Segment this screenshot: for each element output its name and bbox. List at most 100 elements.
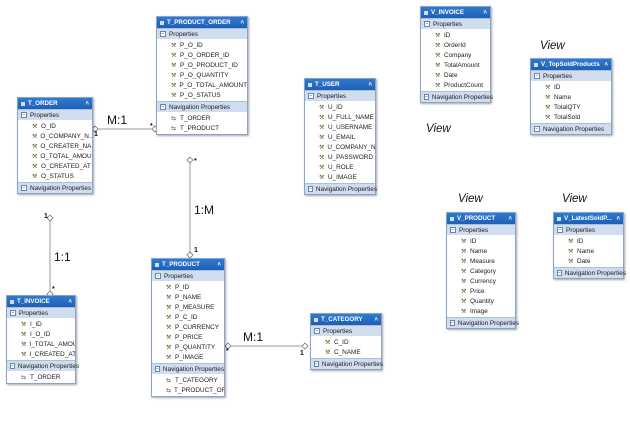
property-row[interactable]: ⚒U_USERNAME [305,122,375,132]
property-row[interactable]: ⚒P_O_ORDER_ID [157,50,247,60]
collapse-toggle-icon[interactable]: − [450,320,455,326]
property-row[interactable]: ⚒I_O_ID [7,329,75,339]
collapse-toggle-icon[interactable]: − [308,93,314,99]
entity-t-invoice[interactable]: T_INVOICE˄−Properties⚒I_ID⚒I_O_ID⚒I_TOTA… [6,295,79,384]
collapse-chevron-icon[interactable]: ˄ [368,81,372,88]
property-row[interactable]: ⚒OrderId [421,40,490,50]
property-row[interactable]: ⚒U_ID [305,102,375,112]
property-row[interactable]: ⚒O_ID [18,121,92,131]
collapse-toggle-icon[interactable]: − [155,273,161,279]
property-row[interactable]: ⚒Measure [447,256,515,266]
property-row[interactable]: ⚒U_PASSWORD [305,152,375,162]
property-row[interactable]: ⚒Quantity [447,296,515,306]
collapse-chevron-icon[interactable]: ˄ [85,100,89,107]
collapse-toggle-icon[interactable]: − [314,361,319,367]
navigation-section-header[interactable]: −Navigation Properties [311,358,383,369]
collapse-toggle-icon[interactable]: − [424,21,430,27]
property-row[interactable]: ⚒P_O_QUANTITY [157,70,247,80]
property-row[interactable]: ⚒Company [421,50,490,60]
property-row[interactable]: ⚒P_QUANTITY [152,342,224,352]
navigation-row[interactable]: ⇆T_PRODUCT [157,123,247,133]
entity-header[interactable]: V_PRODUCT˄ [447,213,515,224]
property-row[interactable]: ⚒P_NAME [152,292,224,302]
property-row[interactable]: ⚒U_EMAIL [305,132,375,142]
property-row[interactable]: ⚒P_CURRENCY [152,322,224,332]
properties-section-header[interactable]: −Properties [554,224,623,235]
properties-section-header[interactable]: −Properties [152,270,224,281]
property-row[interactable]: ⚒O_COMPANY_N... [18,131,92,141]
collapse-chevron-icon[interactable]: ˄ [616,215,620,222]
property-row[interactable]: ⚒Currency [447,276,515,286]
property-row[interactable]: ⚒P_O_ID [157,40,247,50]
entity-v-product[interactable]: V_PRODUCT˄−Properties⚒ID⚒Name⚒Measure⚒Ca… [446,212,519,329]
collapse-chevron-icon[interactable]: ˄ [217,261,221,268]
entity-v-topsoldproducts[interactable]: V_TopSoldProducts˄−Properties⚒ID⚒Name⚒To… [530,58,612,135]
navigation-section-header[interactable]: −Navigation Properties [531,123,611,134]
property-row[interactable]: ⚒ID [421,30,490,40]
navigation-section-header[interactable]: −Navigation Properties [305,183,377,194]
collapse-chevron-icon[interactable]: ˄ [604,61,608,68]
property-row[interactable]: ⚒Name [531,92,611,102]
collapse-toggle-icon[interactable]: − [10,310,16,316]
property-row[interactable]: ⚒P_O_STATUS [157,90,247,100]
navigation-section-header[interactable]: −Navigation Properties [447,317,519,328]
collapse-toggle-icon[interactable]: − [534,73,540,79]
entity-t-product[interactable]: T_PRODUCT˄−Properties⚒P_ID⚒P_NAME⚒P_MEAS… [151,258,225,397]
collapse-toggle-icon[interactable]: − [308,186,313,192]
property-row[interactable]: ⚒TotalSold [531,112,611,122]
properties-section-header[interactable]: −Properties [305,90,375,101]
property-row[interactable]: ⚒Date [421,70,490,80]
entity-header[interactable]: T_ORDER˄ [18,98,92,109]
collapse-toggle-icon[interactable]: − [557,227,563,233]
property-row[interactable]: ⚒P_O_PRODUCT_ID [157,60,247,70]
entity-header[interactable]: T_CATEGORY˄ [311,314,381,325]
property-row[interactable]: ⚒C_ID [311,337,381,347]
property-row[interactable]: ⚒I_TOTAL_AMOU... [7,339,75,349]
collapse-chevron-icon[interactable]: ˄ [240,19,244,26]
property-row[interactable]: ⚒I_ID [7,319,75,329]
property-row[interactable]: ⚒ID [554,236,623,246]
collapse-toggle-icon[interactable]: − [450,227,456,233]
entity-header[interactable]: T_PRODUCT_ORDER˄ [157,17,247,28]
property-row[interactable]: ⚒U_IMAGE [305,172,375,182]
collapse-toggle-icon[interactable]: − [155,366,160,372]
navigation-row[interactable]: ⇆T_ORDER [157,113,247,123]
collapse-toggle-icon[interactable]: − [21,112,27,118]
collapse-toggle-icon[interactable]: − [160,104,166,110]
navigation-section-header[interactable]: −Navigation Properties [421,91,493,102]
property-row[interactable]: ⚒P_ID [152,282,224,292]
collapse-chevron-icon[interactable]: ˄ [508,215,512,222]
entity-header[interactable]: T_PRODUCT˄ [152,259,224,270]
property-row[interactable]: ⚒P_IMAGE [152,352,224,362]
navigation-section-header[interactable]: −Navigation Properties [554,267,626,278]
entity-t-order[interactable]: T_ORDER˄−Properties⚒O_ID⚒O_COMPANY_N...⚒… [17,97,93,194]
property-row[interactable]: ⚒I_CREATED_AT [7,349,75,359]
collapse-chevron-icon[interactable]: ˄ [68,298,72,305]
navigation-row[interactable]: ⇆T_PRODUCT_OR... [152,385,224,395]
collapse-toggle-icon[interactable]: − [534,126,540,132]
collapse-toggle-icon[interactable]: − [160,31,166,37]
property-row[interactable]: ⚒P_C_ID [152,312,224,322]
property-row[interactable]: ⚒O_CREATED_AT [18,161,92,171]
entity-header[interactable]: T_USER˄ [305,79,375,90]
collapse-toggle-icon[interactable]: − [314,328,320,334]
property-row[interactable]: ⚒O_STATUS [18,171,92,181]
navigation-section-header[interactable]: −Navigation Properties [7,360,79,371]
property-row[interactable]: ⚒C_NAME [311,347,381,357]
properties-section-header[interactable]: −Properties [447,224,515,235]
entity-header[interactable]: V_INVOICE˄ [421,7,490,18]
collapse-toggle-icon[interactable]: − [557,270,562,276]
entity-header[interactable]: V_TopSoldProducts˄ [531,59,611,70]
property-row[interactable]: ⚒TotalAmount [421,60,490,70]
property-row[interactable]: ⚒ProductCount [421,80,490,90]
collapse-chevron-icon[interactable]: ˄ [374,316,378,323]
entity-header[interactable]: T_INVOICE˄ [7,296,75,307]
entity-t-product-order[interactable]: T_PRODUCT_ORDER˄−Properties⚒P_O_ID⚒P_O_O… [156,16,248,135]
property-row[interactable]: ⚒O_CREATER_NA... [18,141,92,151]
entity-header[interactable]: V_LatestSoldP...˄ [554,213,623,224]
property-row[interactable]: ⚒Price [447,286,515,296]
property-row[interactable]: ⚒Category [447,266,515,276]
property-row[interactable]: ⚒U_COMPANY_N... [305,142,375,152]
property-row[interactable]: ⚒Date [554,256,623,266]
properties-section-header[interactable]: −Properties [311,325,381,336]
